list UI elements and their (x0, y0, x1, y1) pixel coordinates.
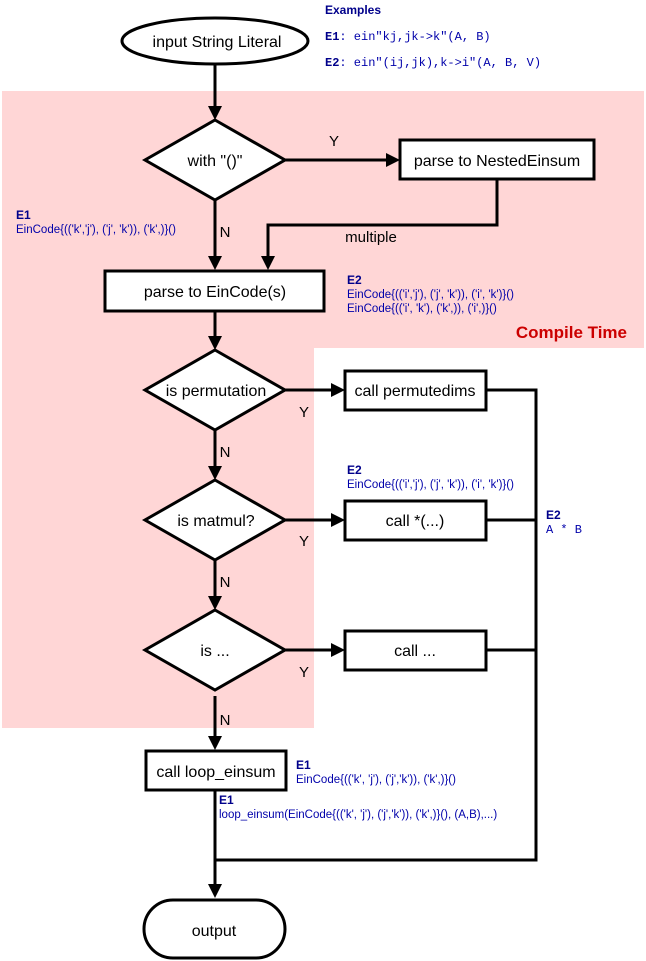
arrow-head-icon (208, 256, 222, 270)
annotation-id: E2 (347, 463, 362, 477)
label-multiple: multiple (345, 229, 397, 246)
example-e1-code: ein"kj,jk->k"(A, B) (347, 30, 491, 44)
annotation-e2-after-parse: E2 EinCode{(('i','j'), ('j', 'k')), ('i'… (347, 273, 514, 315)
annotation-e1-after-check: E1 EinCode{(('k','j'), ('j', 'k')), ('k'… (16, 208, 176, 236)
label-permutation-yes: Y (299, 404, 309, 421)
annotation-line: EinCode{(('k', 'j'), ('j','k')), ('k',)}… (296, 774, 456, 786)
arrow-head-icon (331, 383, 345, 397)
annotation-id: E2 (347, 273, 362, 287)
node-input[interactable] (120, 16, 310, 66)
node-is-permutation[interactable] (141, 348, 289, 432)
arrow-head-icon (208, 736, 222, 750)
example-e2: E2: ein"(ij,jk),k->i"(A, B, V) (325, 56, 541, 70)
annotation-e1-call: E1 loop_einsum(EinCode{(('k', 'j'), ('j'… (219, 793, 497, 821)
label-other-no: N (220, 712, 231, 729)
arrow-head-icon (331, 643, 345, 657)
label-matmul-yes: Y (299, 533, 309, 550)
compile-time-region (2, 91, 644, 728)
annotation-line: EinCode{(('i','j'), ('j', 'k')), ('i', '… (347, 479, 514, 491)
node-call-permutedims-label: call permutedims (355, 383, 476, 400)
example-e2-id: E2 (325, 56, 339, 70)
edge-nested-multiple (266, 180, 499, 258)
node-call-mul[interactable] (343, 499, 488, 542)
annotation-e2-matmul: E2 EinCode{(('i','j'), ('j', 'k')), ('i'… (347, 463, 514, 491)
label-with-parens-yes: Y (329, 133, 339, 150)
example-e1: E1: ein"kj,jk->k"(A, B) (325, 30, 491, 44)
annotation-line: EinCode{(('i','j'), ('j', 'k')), ('i', '… (347, 289, 514, 301)
compile-time-label: Compile Time (516, 323, 627, 342)
example-e2-code: ein"(ij,jk),k->i"(A, B, V) (347, 56, 541, 70)
node-parse-eincode[interactable] (103, 269, 326, 313)
arrow-head-icon (208, 596, 222, 610)
node-parse-nested-label: parse to NestedEinsum (414, 153, 580, 170)
label-other-yes: Y (299, 664, 309, 681)
node-output[interactable] (142, 898, 287, 960)
node-is-other-label: is ... (200, 643, 229, 660)
annotation-id: E1 (296, 758, 311, 772)
annotation-line: EinCode{(('i', 'k'), ('k',)), ('i',)}() (347, 303, 497, 315)
example-e1-sep: : (339, 30, 346, 44)
example-e2-sep: : (339, 56, 346, 70)
label-permutation-no: N (220, 444, 231, 461)
node-call-other-label: call ... (394, 643, 436, 660)
arrow-head-icon (208, 336, 222, 350)
example-e1-id: E1 (325, 30, 339, 44)
node-call-other[interactable] (343, 629, 488, 672)
annotation-id: E1 (16, 208, 31, 222)
edge-merge-bus (215, 388, 538, 862)
annotation-line: A * B (546, 523, 582, 537)
annotation-id: E2 (546, 508, 561, 522)
annotation-id: E1 (219, 793, 234, 807)
label-with-parens-no: N (220, 224, 231, 241)
arrow-head-icon (208, 106, 222, 120)
arrow-head-icon (208, 884, 222, 898)
node-call-mul-label: call *(...) (386, 513, 445, 530)
node-is-other[interactable] (141, 608, 289, 692)
node-call-permutedims[interactable] (343, 369, 488, 412)
annotation-e2-result: E2 A * B (546, 508, 582, 537)
node-parse-nested[interactable] (398, 138, 596, 181)
annotation-line: loop_einsum(EinCode{(('k', 'j'), ('j','k… (219, 809, 497, 821)
node-call-loop-einsum[interactable] (144, 749, 288, 792)
node-parse-eincode-label: parse to EinCode(s) (144, 284, 286, 301)
annotation-e1-loop: E1 EinCode{(('k', 'j'), ('j','k')), ('k'… (296, 758, 456, 786)
arrow-head-icon (261, 256, 275, 270)
node-with-parens[interactable] (141, 118, 289, 202)
arrow-head-icon (208, 466, 222, 480)
arrow-head-icon (386, 153, 400, 167)
annotation-line: EinCode{(('k','j'), ('j', 'k')), ('k',)}… (16, 224, 176, 236)
node-output-label: output (192, 923, 237, 940)
examples-heading: Examples (325, 3, 381, 17)
node-call-loop-einsum-label: call loop_einsum (156, 764, 275, 781)
node-with-parens-label: with "()" (187, 153, 243, 170)
node-is-matmul[interactable] (141, 478, 289, 562)
node-is-matmul-label: is matmul? (177, 513, 254, 530)
node-is-permutation-label: is permutation (166, 383, 267, 400)
label-matmul-no: N (220, 574, 231, 591)
arrow-head-icon (331, 513, 345, 527)
node-input-label: input String Literal (153, 34, 282, 51)
